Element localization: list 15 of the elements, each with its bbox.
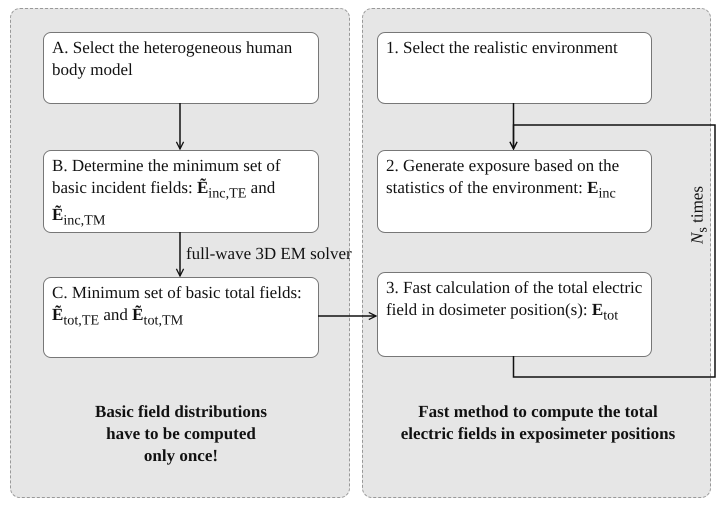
group-panel xyxy=(362,8,711,498)
arrow xyxy=(176,232,184,277)
arrow xyxy=(509,124,716,378)
group-panel xyxy=(10,8,350,498)
process-box: C. Minimum set of basic total fields: Ẽ$_{tot,TE}$ and Ẽ$_{tot,TM}$ xyxy=(43,277,319,358)
panel-caption: Fast method to compute the total electric fields in exposimeter positions xyxy=(400,401,676,445)
edge-label: full-wave 3D EM solver xyxy=(186,244,352,264)
arrow xyxy=(318,312,377,320)
process-box: B. Determine the minimum set of basic incident fields: Ẽ$_{inc,TE}$ and Ẽ$_{inc,TM}$ xyxy=(43,150,319,233)
process-box: 1. Select the realistic environment xyxy=(377,32,652,104)
arrow xyxy=(176,103,184,150)
process-box: 3. Fast calculation of the total electric field in dosimeter position(s): E$_{tot}$ xyxy=(377,272,652,357)
process-box: A. Select the heterogeneous human body model xyxy=(43,32,319,104)
panel-caption: Basic field distributions have to be computed only once! xyxy=(94,401,268,467)
process-box: 2. Generate exposure based on the statistics of the environment: E$_{inc}$ xyxy=(377,150,652,233)
